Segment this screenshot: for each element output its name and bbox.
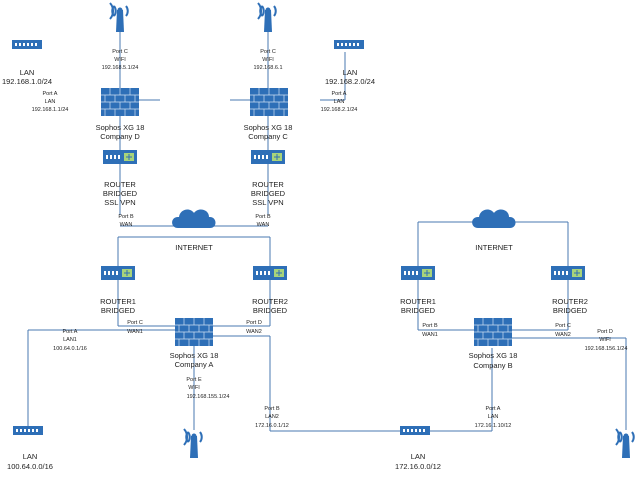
firewall-company: Company C (248, 132, 288, 141)
port-d-label: Port D (597, 329, 613, 335)
wifi-label: WIFI (599, 337, 611, 343)
port-a-label: Port A (486, 406, 501, 412)
wan1-label: WAN1 (127, 329, 143, 335)
port-c-label: Port C (555, 323, 571, 329)
wifi-ip: 192.168.6.1 (253, 65, 282, 71)
router1-icon (100, 265, 136, 281)
lan2-label: LAN2 (265, 414, 279, 420)
wifi-antenna-icon (615, 428, 635, 459)
wifi-antenna-icon (183, 428, 203, 459)
router-vpn: SSL VPN (252, 198, 283, 207)
router2-mode: BRIDGED (253, 306, 288, 315)
lan-ip: 172.16.1.10/12 (475, 423, 512, 429)
lan-title: LAN (411, 452, 426, 461)
lan-port-label: LAN (488, 414, 499, 420)
port-b-label: Port B (255, 214, 271, 220)
router1-icon (400, 265, 436, 281)
firewall-company: Company B (473, 361, 512, 370)
firewall-model: Sophos XG 18 (170, 351, 219, 360)
router1-mode: BRIDGED (401, 306, 436, 315)
lan-network: 172.16.0.0/12 (395, 462, 441, 471)
router2-label: ROUTER2 (552, 297, 588, 306)
lan-ip: 192.168.2.1/24 (321, 107, 358, 113)
port-b-label: Port B (264, 406, 280, 412)
port-d-label: Port D (246, 320, 262, 326)
port-a-label: Port A (43, 91, 58, 97)
lan-title: LAN (23, 452, 38, 461)
lan-switch-icon (12, 40, 42, 49)
company-a-section: ROUTER1 BRIDGED ROUTER2 BRIDGED Port C W… (7, 265, 289, 471)
connection-lines (27, 30, 627, 432)
firewall-icon (100, 87, 140, 117)
wan-label: WAN (257, 222, 270, 228)
port-c-label: Port C (260, 49, 276, 55)
internet-label: INTERNET (475, 243, 513, 252)
firewall-model: Sophos XG 18 (96, 123, 145, 132)
internet-label: INTERNET (175, 243, 213, 252)
wifi-label: WIFI (262, 57, 274, 63)
lan-network: 192.168.1.0/24 (2, 77, 52, 86)
wan1-label: WAN1 (422, 332, 438, 338)
lan-switch-icon (400, 426, 430, 435)
firewall-company: Company D (100, 132, 140, 141)
lan1-label: LAN1 (63, 337, 77, 343)
company-d-section: LAN 192.168.1.0/24 Port C WIFI 192.168.5… (2, 2, 145, 228)
wan-label: WAN (120, 222, 133, 228)
wifi-antenna-icon (109, 2, 129, 33)
lan-network: 100.64.0.0/16 (7, 462, 53, 471)
router1-label: ROUTER1 (400, 297, 436, 306)
router-label: ROUTER (104, 180, 136, 189)
shared-lan-section: LAN 172.16.0.0/12 (395, 426, 441, 471)
port-e-label: Port E (186, 377, 202, 383)
wifi-antenna-icon (257, 2, 277, 33)
company-c-section: LAN 192.168.2.0/24 Port C WIFI 192.168.6… (244, 2, 375, 228)
router-label: ROUTER (252, 180, 284, 189)
router-mode: BRIDGED (103, 189, 138, 198)
lan-ip: 192.168.1.1/24 (32, 107, 69, 113)
lan-port-label: LAN (334, 99, 345, 105)
wifi-label: WIFI (188, 385, 200, 391)
wifi-ip: 192.168.156.1/24 (585, 346, 628, 352)
router2-mode: BRIDGED (553, 306, 588, 315)
router-mode: BRIDGED (251, 189, 286, 198)
firewall-icon (249, 87, 289, 117)
port-a-label: Port A (63, 329, 78, 335)
router2-icon (550, 265, 586, 281)
lan-network: 192.168.2.0/24 (325, 77, 375, 86)
router1-mode: BRIDGED (101, 306, 136, 315)
port-a-label: Port A (332, 91, 347, 97)
firewall-icon (473, 317, 513, 347)
router-icon (102, 149, 138, 165)
port-b-label: Port B (422, 323, 438, 329)
internet-cloud-icon (472, 209, 516, 228)
lan1-ip: 100.64.0.1/16 (53, 346, 87, 352)
wan2-label: WAN2 (246, 329, 262, 335)
lan-title: LAN (343, 68, 358, 77)
router2-label: ROUTER2 (252, 297, 288, 306)
router1-label: ROUTER1 (100, 297, 136, 306)
port-b-label: Port B (118, 214, 134, 220)
wifi-label: WIFI (114, 57, 126, 63)
port-c-label: Port C (112, 49, 128, 55)
wan2-label: WAN2 (555, 332, 571, 338)
port-c-label: Port C (127, 320, 143, 326)
firewall-company: Company A (175, 360, 214, 369)
firewall-model: Sophos XG 18 (244, 123, 293, 132)
router-icon (250, 149, 286, 165)
lan-switch-icon (334, 40, 364, 49)
company-b-section: ROUTER1 BRIDGED ROUTER2 BRIDGED Port B W… (400, 265, 635, 459)
router-vpn: SSL VPN (104, 198, 135, 207)
router2-icon (252, 265, 288, 281)
lan2-ip: 172.16.0.1/12 (255, 423, 289, 429)
firewall-icon (174, 317, 214, 347)
wifi-ip: 192.168.155.1/24 (187, 394, 230, 400)
lan-title: LAN (20, 68, 35, 77)
wifi-ip: 192.168.5.1/24 (102, 65, 139, 71)
lan-switch-icon (13, 426, 43, 435)
lan-port-label: LAN (45, 99, 56, 105)
firewall-model: Sophos XG 18 (469, 351, 518, 360)
internet-cloud-icon (172, 209, 216, 228)
